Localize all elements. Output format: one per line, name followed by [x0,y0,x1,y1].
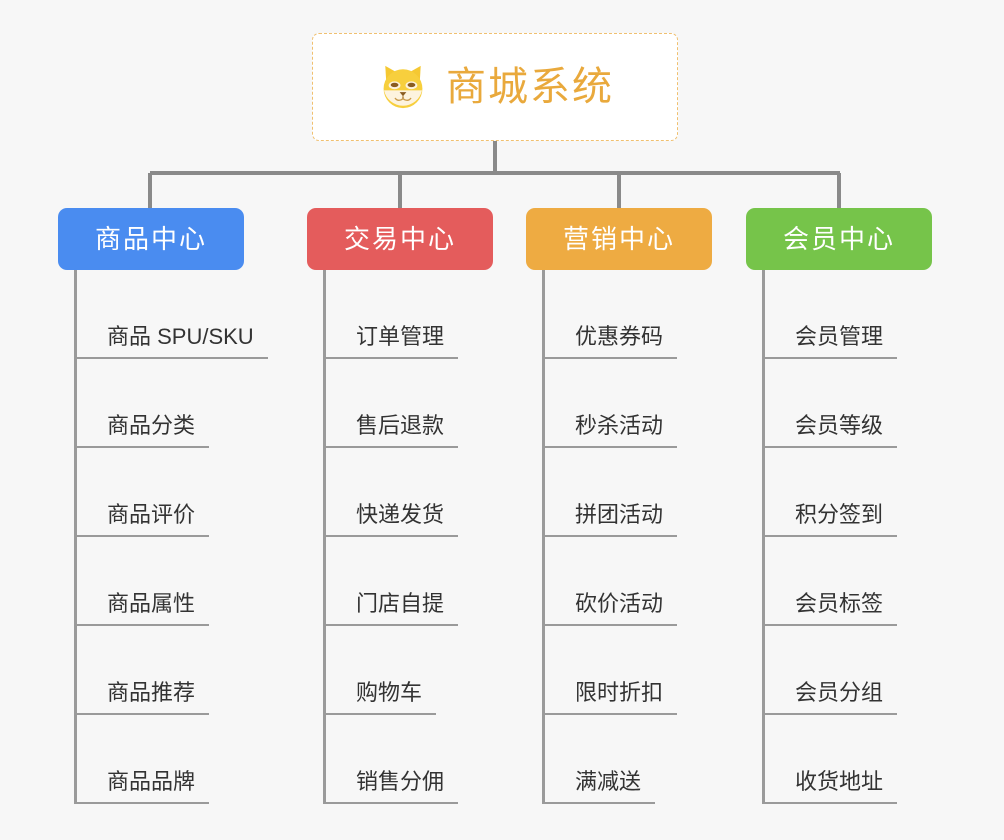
leaf-item[interactable]: 拼团活动 [545,448,678,537]
leaf-label: 收货地址 [765,771,898,804]
leaf-item[interactable]: 商品评价 [77,448,268,537]
leaf-label: 售后退款 [326,415,459,448]
leaf-list-trade-center: 订单管理 售后退款 快递发货 门店自提 购物车 销售分佣 [323,270,459,804]
leaf-list-marketing-center: 优惠券码 秒杀活动 拼团活动 砍价活动 限时折扣 满减送 [542,270,678,804]
leaf-label: 商品分类 [77,415,210,448]
leaf-label: 会员管理 [765,326,898,359]
leaf-item[interactable]: 优惠券码 [545,270,678,359]
leaf-label: 商品评价 [77,504,210,537]
root-node[interactable]: 商城系统 [312,33,678,141]
leaf-item[interactable]: 商品推荐 [77,626,268,715]
leaf-label: 快递发货 [326,504,459,537]
leaf-item[interactable]: 会员等级 [765,359,898,448]
leaf-item[interactable]: 购物车 [326,626,458,715]
leaf-label: 砍价活动 [545,593,678,626]
leaf-item[interactable]: 商品品牌 [77,715,268,804]
category-header-trade-center[interactable]: 交易中心 [307,208,493,270]
leaf-item[interactable]: 秒杀活动 [545,359,678,448]
leaf-item[interactable]: 砍价活动 [545,537,678,626]
category-label: 商品中心 [94,224,207,254]
leaf-label: 购物车 [326,682,437,715]
leaf-label: 商品属性 [77,593,210,626]
category-header-member-center[interactable]: 会员中心 [746,208,932,270]
category-label: 交易中心 [343,224,456,254]
leaf-label: 秒杀活动 [545,415,678,448]
leaf-label: 商品品牌 [77,771,210,804]
category-header-product-center[interactable]: 商品中心 [58,208,244,270]
category-header-marketing-center[interactable]: 营销中心 [526,208,712,270]
leaf-label: 优惠券码 [545,326,678,359]
leaf-label: 会员标签 [765,593,898,626]
leaf-item[interactable]: 售后退款 [326,359,459,448]
leaf-item[interactable]: 收货地址 [765,715,898,804]
leaf-list-product-center: 商品 SPU/SKU 商品分类 商品评价 商品属性 商品推荐 商品品牌 [74,270,268,804]
leaf-label: 订单管理 [326,326,459,359]
leaf-list-member-center: 会员管理 会员等级 积分签到 会员标签 会员分组 收货地址 [762,270,898,804]
leaf-label: 满减送 [545,771,656,804]
leaf-label: 限时折扣 [545,682,678,715]
leaf-item[interactable]: 商品分类 [77,359,268,448]
leaf-label: 商品推荐 [77,682,210,715]
leaf-item[interactable]: 会员分组 [765,626,898,715]
leaf-item[interactable]: 门店自提 [326,537,459,626]
category-label: 会员中心 [782,224,895,254]
category-label: 营销中心 [562,224,675,254]
leaf-label: 会员等级 [765,415,898,448]
leaf-item[interactable]: 会员管理 [765,270,898,359]
leaf-item[interactable]: 快递发货 [326,448,459,537]
leaf-item[interactable]: 满减送 [545,715,677,804]
root-title: 商城系统 [446,65,614,109]
shiba-dog-icon [383,65,423,109]
leaf-label: 会员分组 [765,682,898,715]
leaf-item[interactable]: 订单管理 [326,270,459,359]
root-node-content: 商城系统 [376,60,614,114]
leaf-item[interactable]: 会员标签 [765,537,898,626]
leaf-label: 积分签到 [765,504,898,537]
leaf-item[interactable]: 商品 SPU/SKU [77,270,268,359]
leaf-label: 商品 SPU/SKU [77,326,268,359]
leaf-item[interactable]: 销售分佣 [326,715,459,804]
leaf-label: 销售分佣 [326,771,459,804]
leaf-label: 拼团活动 [545,504,678,537]
leaf-item[interactable]: 积分签到 [765,448,898,537]
leaf-item[interactable]: 商品属性 [77,537,268,626]
leaf-label: 门店自提 [326,593,459,626]
leaf-item[interactable]: 限时折扣 [545,626,678,715]
